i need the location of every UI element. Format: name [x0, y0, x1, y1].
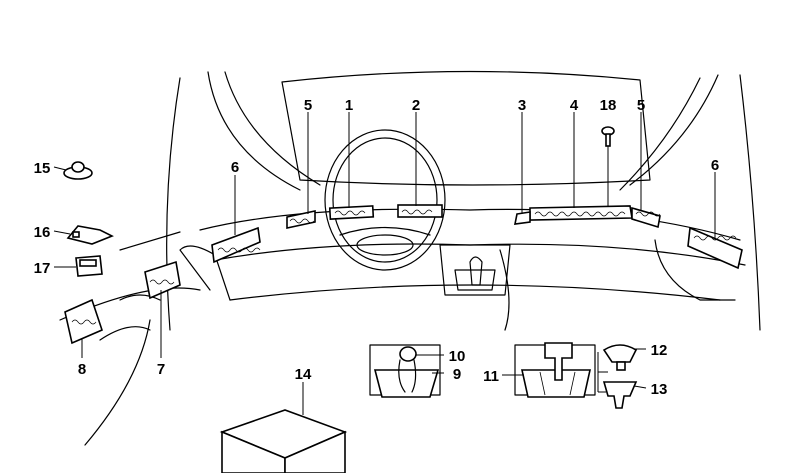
callout-5-right: 5: [637, 97, 645, 114]
callout-5-left: 5: [304, 97, 312, 114]
trim-strip-3: [513, 211, 531, 225]
callout-2: 2: [412, 97, 420, 114]
part-16-clip: [66, 225, 114, 245]
trim-strip-7: [144, 260, 181, 300]
callout-10: 10: [449, 348, 466, 365]
callout-6-left: 6: [231, 159, 239, 176]
trim-strip-5-right: [631, 206, 661, 229]
trim-strip-4: [529, 205, 633, 221]
callout-3: 3: [518, 97, 526, 114]
part-11-center-console-trim: [514, 342, 596, 398]
trim-strip-8: [64, 298, 103, 345]
part-18-screw: [601, 126, 615, 147]
trim-strip-5-left: [286, 210, 316, 229]
callout-9: 9: [453, 366, 461, 383]
leader-12-13-bracket: [597, 352, 608, 393]
callout-18: 18: [600, 97, 617, 114]
trim-strip-6-right: [687, 226, 743, 270]
callout-15: 15: [34, 160, 51, 177]
part-12-knob-trim: [602, 344, 638, 371]
callout-17: 17: [34, 260, 51, 277]
part-15-clip-nut: [63, 161, 93, 180]
callout-6-right: 6: [711, 157, 719, 174]
part-9-10-gearshift-trim: [369, 344, 441, 398]
part-14-repair-kit-box: [219, 409, 348, 473]
callout-16: 16: [34, 224, 51, 241]
callout-11: 11: [483, 368, 499, 385]
trim-strip-2: [397, 204, 443, 218]
callout-8: 8: [78, 361, 86, 378]
callout-12: 12: [651, 342, 668, 359]
callout-7: 7: [157, 361, 165, 378]
part-13-knob-trim: [602, 381, 638, 409]
callout-4: 4: [570, 97, 579, 114]
trim-strip-6-left: [211, 226, 261, 264]
callout-1: 1: [345, 97, 353, 114]
leader-lines: [53, 112, 716, 415]
trim-strip-1: [328, 205, 375, 220]
part-17-cap: [75, 255, 103, 277]
callout-13: 13: [651, 381, 668, 398]
callout-14: 14: [295, 366, 312, 383]
